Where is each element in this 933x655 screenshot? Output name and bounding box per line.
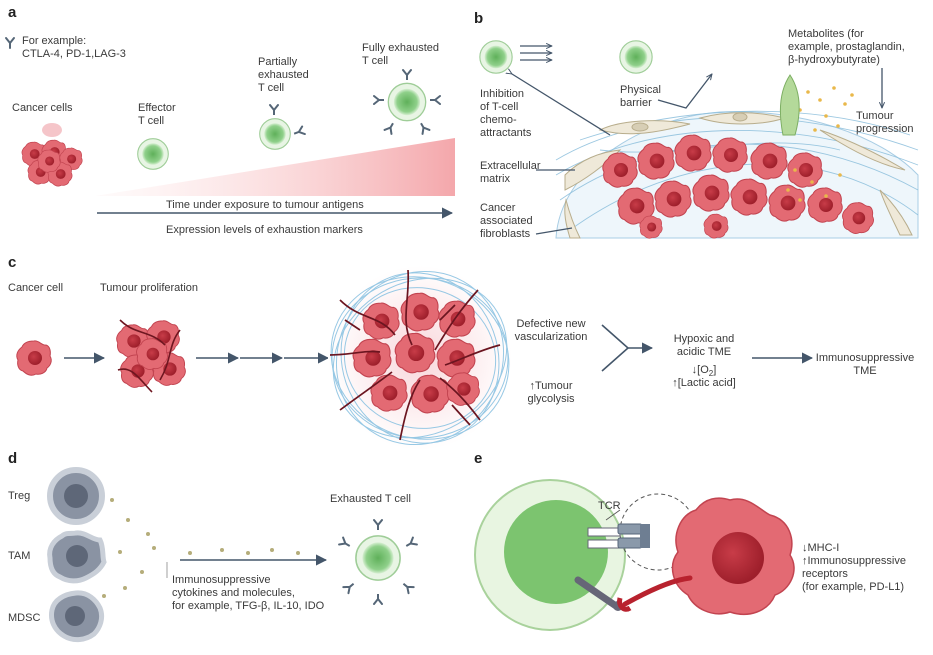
panel-label-d: d: [8, 450, 18, 467]
barrier-label-1: Physical: [620, 84, 661, 96]
deflection-arrow: [657, 74, 712, 109]
panel-label-e: e: [474, 450, 483, 467]
markers-line-4: (for example, PD-L1): [802, 581, 905, 593]
vascular-label-2: vascularization: [514, 331, 588, 343]
panel-b-artwork: [479, 40, 919, 239]
markers-line-2: ↑Immunosuppressive: [802, 555, 906, 567]
cytokines-label-1: Immunosuppressive: [172, 574, 271, 586]
tcr-label: TCR: [598, 500, 621, 512]
tcr-receptor: [587, 523, 650, 549]
inhibition-label-1: Inhibition: [480, 88, 525, 100]
cancer-cell-cluster-a: [21, 123, 83, 187]
metabolites-label-3: β-hydroxybutyrate): [788, 54, 880, 66]
cancer-cell-e: [671, 497, 795, 616]
lactic-acid-label: ↑[Lactic acid]: [672, 377, 736, 389]
tam-label: TAM: [8, 550, 31, 562]
panel-label-b: b: [474, 10, 484, 27]
oxygen-label: ↓[O2]: [691, 364, 717, 379]
caf-label-3: fibroblasts: [480, 228, 531, 240]
inhibition-label-3: chemo-: [480, 114, 517, 126]
cytokines-label-2: cytokines and molecules,: [172, 587, 295, 599]
exhaustion-wedge: [95, 138, 455, 196]
caf-label-1: Cancer: [480, 202, 516, 214]
inhibition-label-4: attractants: [480, 127, 532, 139]
small-tumour: [116, 319, 186, 393]
panel-label-a: a: [8, 4, 17, 21]
progression-label-1: Tumour: [856, 110, 894, 122]
inhibition-line: [512, 74, 611, 136]
cancer-cells-label: Cancer cells: [12, 102, 73, 114]
panel-label-c: c: [8, 254, 17, 271]
exhaustion-axis-label: Expression levels of exhaustion markers: [166, 224, 363, 236]
glycolysis-label-2: glycolysis: [527, 393, 575, 405]
partial-label-3: T cell: [258, 82, 285, 94]
effector-label-1: Effector: [138, 102, 176, 114]
exhausted-t-cell-d: [338, 519, 418, 605]
full-label-1: Fully exhausted: [362, 42, 440, 54]
panel-c-artwork: [16, 266, 814, 450]
metabolites-label-2: example, prostaglandin,: [788, 41, 905, 53]
metabolites-label-1: Metabolites (for: [788, 28, 864, 40]
caf-label-2: associated: [480, 215, 533, 227]
glycolysis-label-1: ↑Tumour: [529, 380, 573, 392]
mdsc-cell: [49, 590, 105, 643]
immuno-tme-label-1: Immunosuppressive: [815, 352, 915, 364]
markers-line-3: receptors: [802, 568, 848, 580]
example-line-1: For example:: [22, 35, 87, 47]
treg-cell: [47, 467, 105, 525]
partial-label-2: exhausted: [258, 69, 309, 81]
time-axis-label: Time under exposure to tumour antigens: [166, 199, 364, 211]
hypoxic-label-2: acidic TME: [676, 346, 732, 358]
treg-label: Treg: [8, 490, 31, 502]
exhausted-t-cell-label: Exhausted T cell: [330, 493, 411, 505]
ecm-label-2: matrix: [480, 173, 510, 185]
cancer-cell-label: Cancer cell: [8, 282, 64, 294]
t-cell-approaching: [479, 40, 513, 74]
fully-exhausted-t-cell: [373, 69, 441, 135]
effector-label-2: T cell: [138, 115, 165, 127]
partially-exhausted-t-cell: [259, 104, 306, 150]
barrier-label-2: barrier: [620, 97, 652, 109]
proliferation-label: Tumour proliferation: [100, 282, 199, 294]
metabolite-dots: [786, 86, 854, 202]
inhibitory-receptor-icon: [4, 36, 16, 49]
panel-a-artwork: [4, 36, 455, 219]
example-line-2: CTLA-4, PD-1,LAG-3: [22, 48, 126, 60]
cytokines-label-3: for example, TFG-β, IL-10, IDO: [172, 600, 325, 612]
immuno-tme-label-2: TME: [853, 365, 877, 377]
effector-t-cell: [137, 138, 169, 170]
mdsc-label: MDSC: [8, 612, 41, 624]
vascularized-tumour: [328, 266, 512, 450]
panel-d-artwork: [47, 467, 418, 643]
t-cell-e: [474, 479, 626, 631]
secreting-cell: [779, 74, 800, 136]
t-cell-blocked: [619, 40, 653, 74]
markers-line-1: ↓MHC-I: [802, 542, 840, 554]
panel-e-artwork: [474, 479, 795, 631]
ecm-label-1: Extracellular: [480, 160, 541, 172]
pd1-pdl1-interaction: [574, 575, 693, 612]
inhibition-label-2: of T-cell: [480, 101, 519, 113]
progression-label-2: progression: [856, 123, 914, 135]
cytokine-dots: [102, 498, 300, 598]
single-cancer-cell: [16, 340, 52, 376]
tam-cell: [47, 530, 107, 584]
hypoxic-label-1: Hypoxic and: [673, 333, 735, 345]
vascular-label-1: Defective new: [516, 318, 586, 330]
partial-label-1: Partially: [258, 56, 298, 68]
full-label-2: T cell: [362, 55, 389, 67]
